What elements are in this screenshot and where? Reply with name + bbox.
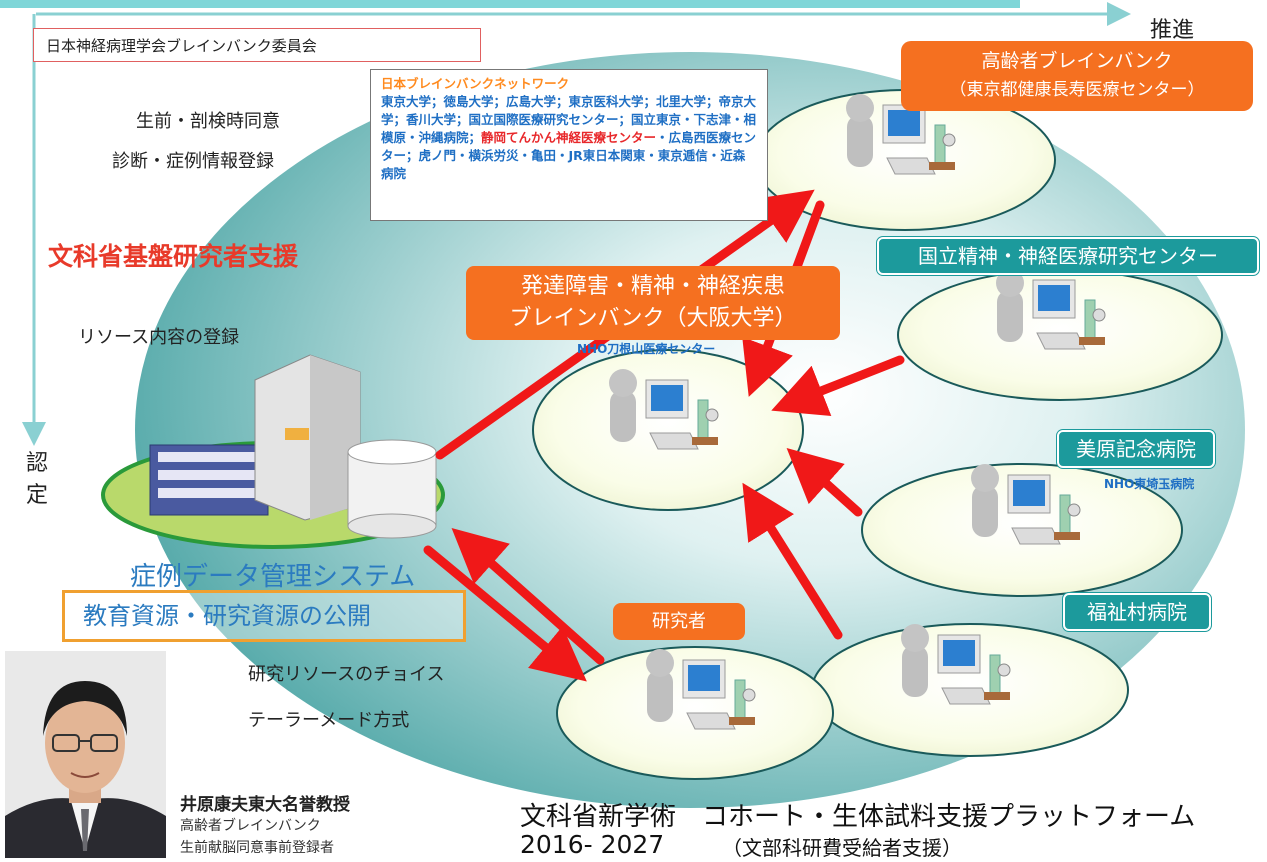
professor-note: 生前献脳同意事前登録者 <box>180 840 334 856</box>
elderly-brain-bank-label: 高齢者ブレインバンク （東京都健康長寿医療センター） <box>901 41 1253 111</box>
platform-title: 文科省新学術 コホート・生体試料支援プラットフォーム <box>520 802 1196 832</box>
professor-name: 井原康夫東大名誉教授 <box>180 795 350 815</box>
platform-osaka <box>532 349 804 511</box>
network-title: 日本ブレインバンクネットワーク <box>381 76 570 91</box>
fukushi-hospital-label: 福祉村病院 <box>1063 593 1211 631</box>
public-release-box: 教育資源・研究資源の公開 <box>62 590 466 642</box>
tailor-made-label: テーラーメード方式 <box>248 710 410 731</box>
diagnosis-label: 診断・症例情報登録 <box>112 151 274 172</box>
platform-support: （文部科研費受給者支援） <box>722 836 962 860</box>
resource-choice-label: 研究リソースのチョイス <box>248 664 445 685</box>
certification-label: 認定 <box>26 451 49 508</box>
professor-role: 高齢者ブレインバンク <box>180 818 321 834</box>
network-members-2: ・広島西医療センター；虎ノ門・横浜労災・亀田・JR東日本関東・東京逓信・近森病院 <box>381 130 757 181</box>
osaka-brain-bank-line1: 発達障害・精神・神経疾患 <box>520 274 785 299</box>
elderly-brain-bank-org: （東京都健康長寿医療センター） <box>949 80 1205 100</box>
professor-photo <box>5 651 166 858</box>
committee-label: 日本神経病理学会ブレインバンク委員会 <box>33 28 481 62</box>
nho-toneyama-label: NHO刀根山医療センター <box>577 342 716 356</box>
mihara-hospital-label: 美原記念病院 <box>1057 430 1215 468</box>
consent-label: 生前・剖検時同意 <box>136 111 280 132</box>
network-box: 日本ブレインバンクネットワーク 東京大学；徳島大学；広島大学；東京医科大学；北里… <box>370 69 768 221</box>
server-icon <box>149 354 437 539</box>
platform-years: 2016- 2027 <box>520 830 665 859</box>
mext-support-label: 文科省基盤研究者支援 <box>48 242 299 271</box>
promote-label: 推進 <box>1150 18 1195 43</box>
ncnp-label: 国立精神・神経医療研究センター <box>877 237 1259 275</box>
top-banner-strip <box>0 0 1020 8</box>
network-members-highlight: 静岡てんかん神経医療センター <box>481 130 657 145</box>
network-members-1: 東京大学；徳島大学；広島大学；東京医科大学；北里大学；帝京大学；香川大学；国立国… <box>381 94 757 145</box>
nho-higashisaitama-label: NHO東埼玉病院 <box>1104 477 1195 491</box>
researcher-label: 研究者 <box>613 603 745 640</box>
elderly-brain-bank-title: 高齢者ブレインバンク <box>981 50 1173 72</box>
osaka-brain-bank-label: 発達障害・精神・神経疾患 ブレインバンク（大阪大学） <box>466 266 840 340</box>
osaka-brain-bank-line2: ブレインバンク（大阪大学） <box>509 306 797 331</box>
case-data-system-label: 症例データ管理システム <box>130 562 416 592</box>
resource-registration-label: リソース内容の登録 <box>78 327 240 348</box>
